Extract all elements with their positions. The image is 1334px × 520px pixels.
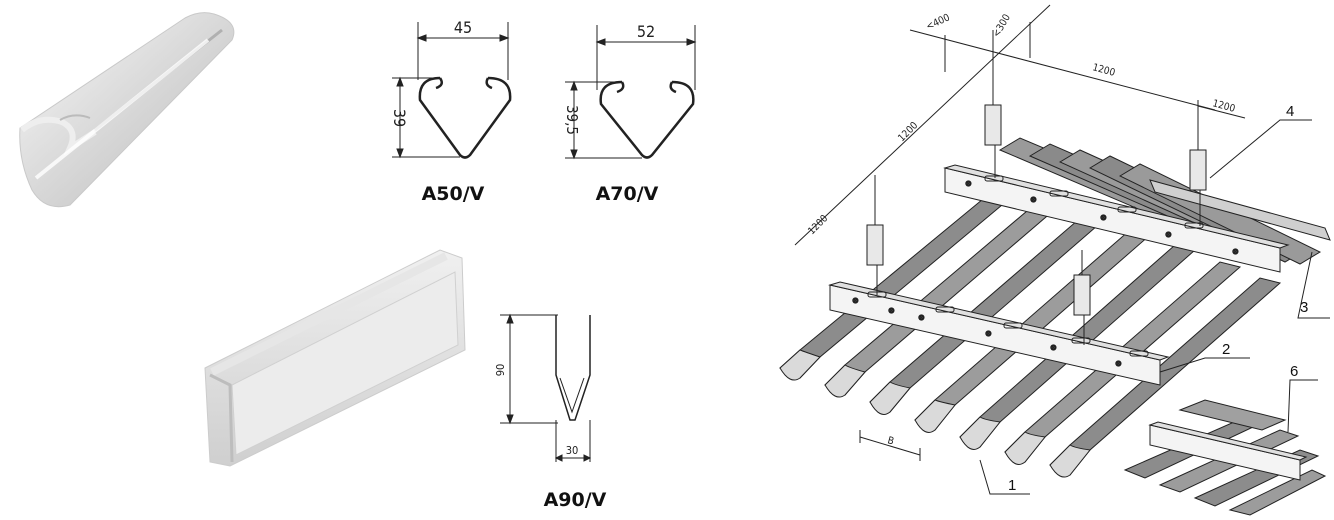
assembly-dimension-lines xyxy=(794,4,1246,461)
svg-text:⊗: ⊗ xyxy=(888,306,895,315)
dim-lt400: <400 xyxy=(925,12,952,33)
a90-height-label: 90 xyxy=(494,364,507,377)
dim-pitch: B xyxy=(886,435,895,447)
panel-ends xyxy=(779,349,1091,478)
svg-text:⊗: ⊗ xyxy=(1100,213,1107,222)
a70-model-label: A70/V xyxy=(596,183,659,205)
assembly-drawing: ⊗ ⊗ ⊗ ⊗ ⊗ ⊗ ⊗ ⊗ ⊗ ⊗ ⊗ xyxy=(779,4,1331,516)
a90-model-label: A90/V xyxy=(544,489,607,511)
a70-width-label: 52 xyxy=(637,22,655,41)
hangers xyxy=(866,55,1207,345)
a70-height-label: 39,5 xyxy=(563,105,581,135)
a90-width-label: 30 xyxy=(566,444,579,457)
a50-width-label: 45 xyxy=(454,18,472,37)
inset-assembly xyxy=(1123,399,1327,516)
dim-lt300: <300 xyxy=(991,12,1013,39)
profile-drawing-a70 xyxy=(565,25,697,160)
a50-height-label: 39 xyxy=(390,109,409,127)
svg-text:⊗: ⊗ xyxy=(985,329,992,338)
callout-2: 2 xyxy=(1222,341,1230,358)
callout-1: 1 xyxy=(1008,477,1016,494)
svg-text:⊗: ⊗ xyxy=(965,179,972,188)
callout-6: 6 xyxy=(1290,363,1298,380)
svg-text:⊗: ⊗ xyxy=(1165,230,1172,239)
dim-span-left-upper: 1200 xyxy=(896,120,920,144)
svg-text:⊗: ⊗ xyxy=(918,313,925,322)
callout-3: 3 xyxy=(1300,299,1308,316)
profile-render-a50 xyxy=(19,12,235,208)
profile-drawing-a90 xyxy=(500,313,592,462)
callout-4: 4 xyxy=(1286,103,1294,120)
svg-text:⊗: ⊗ xyxy=(1050,343,1057,352)
profile-render-a90 xyxy=(204,249,466,467)
dim-span-top: 1200 xyxy=(1091,62,1116,79)
carrier-rail-right xyxy=(1149,179,1331,241)
dim-span-left-lower: 1200 xyxy=(806,213,830,237)
svg-text:⊗: ⊗ xyxy=(1232,247,1239,256)
profile-drawing-a50 xyxy=(392,22,512,159)
callout-leaders xyxy=(979,119,1330,495)
a50-model-label: A50/V xyxy=(422,183,485,205)
svg-text:⊗: ⊗ xyxy=(852,296,859,305)
carrier-back: ⊗ ⊗ ⊗ ⊗ ⊗ xyxy=(943,164,1290,273)
svg-text:⊗: ⊗ xyxy=(1115,359,1122,368)
svg-text:⊗: ⊗ xyxy=(1030,195,1037,204)
